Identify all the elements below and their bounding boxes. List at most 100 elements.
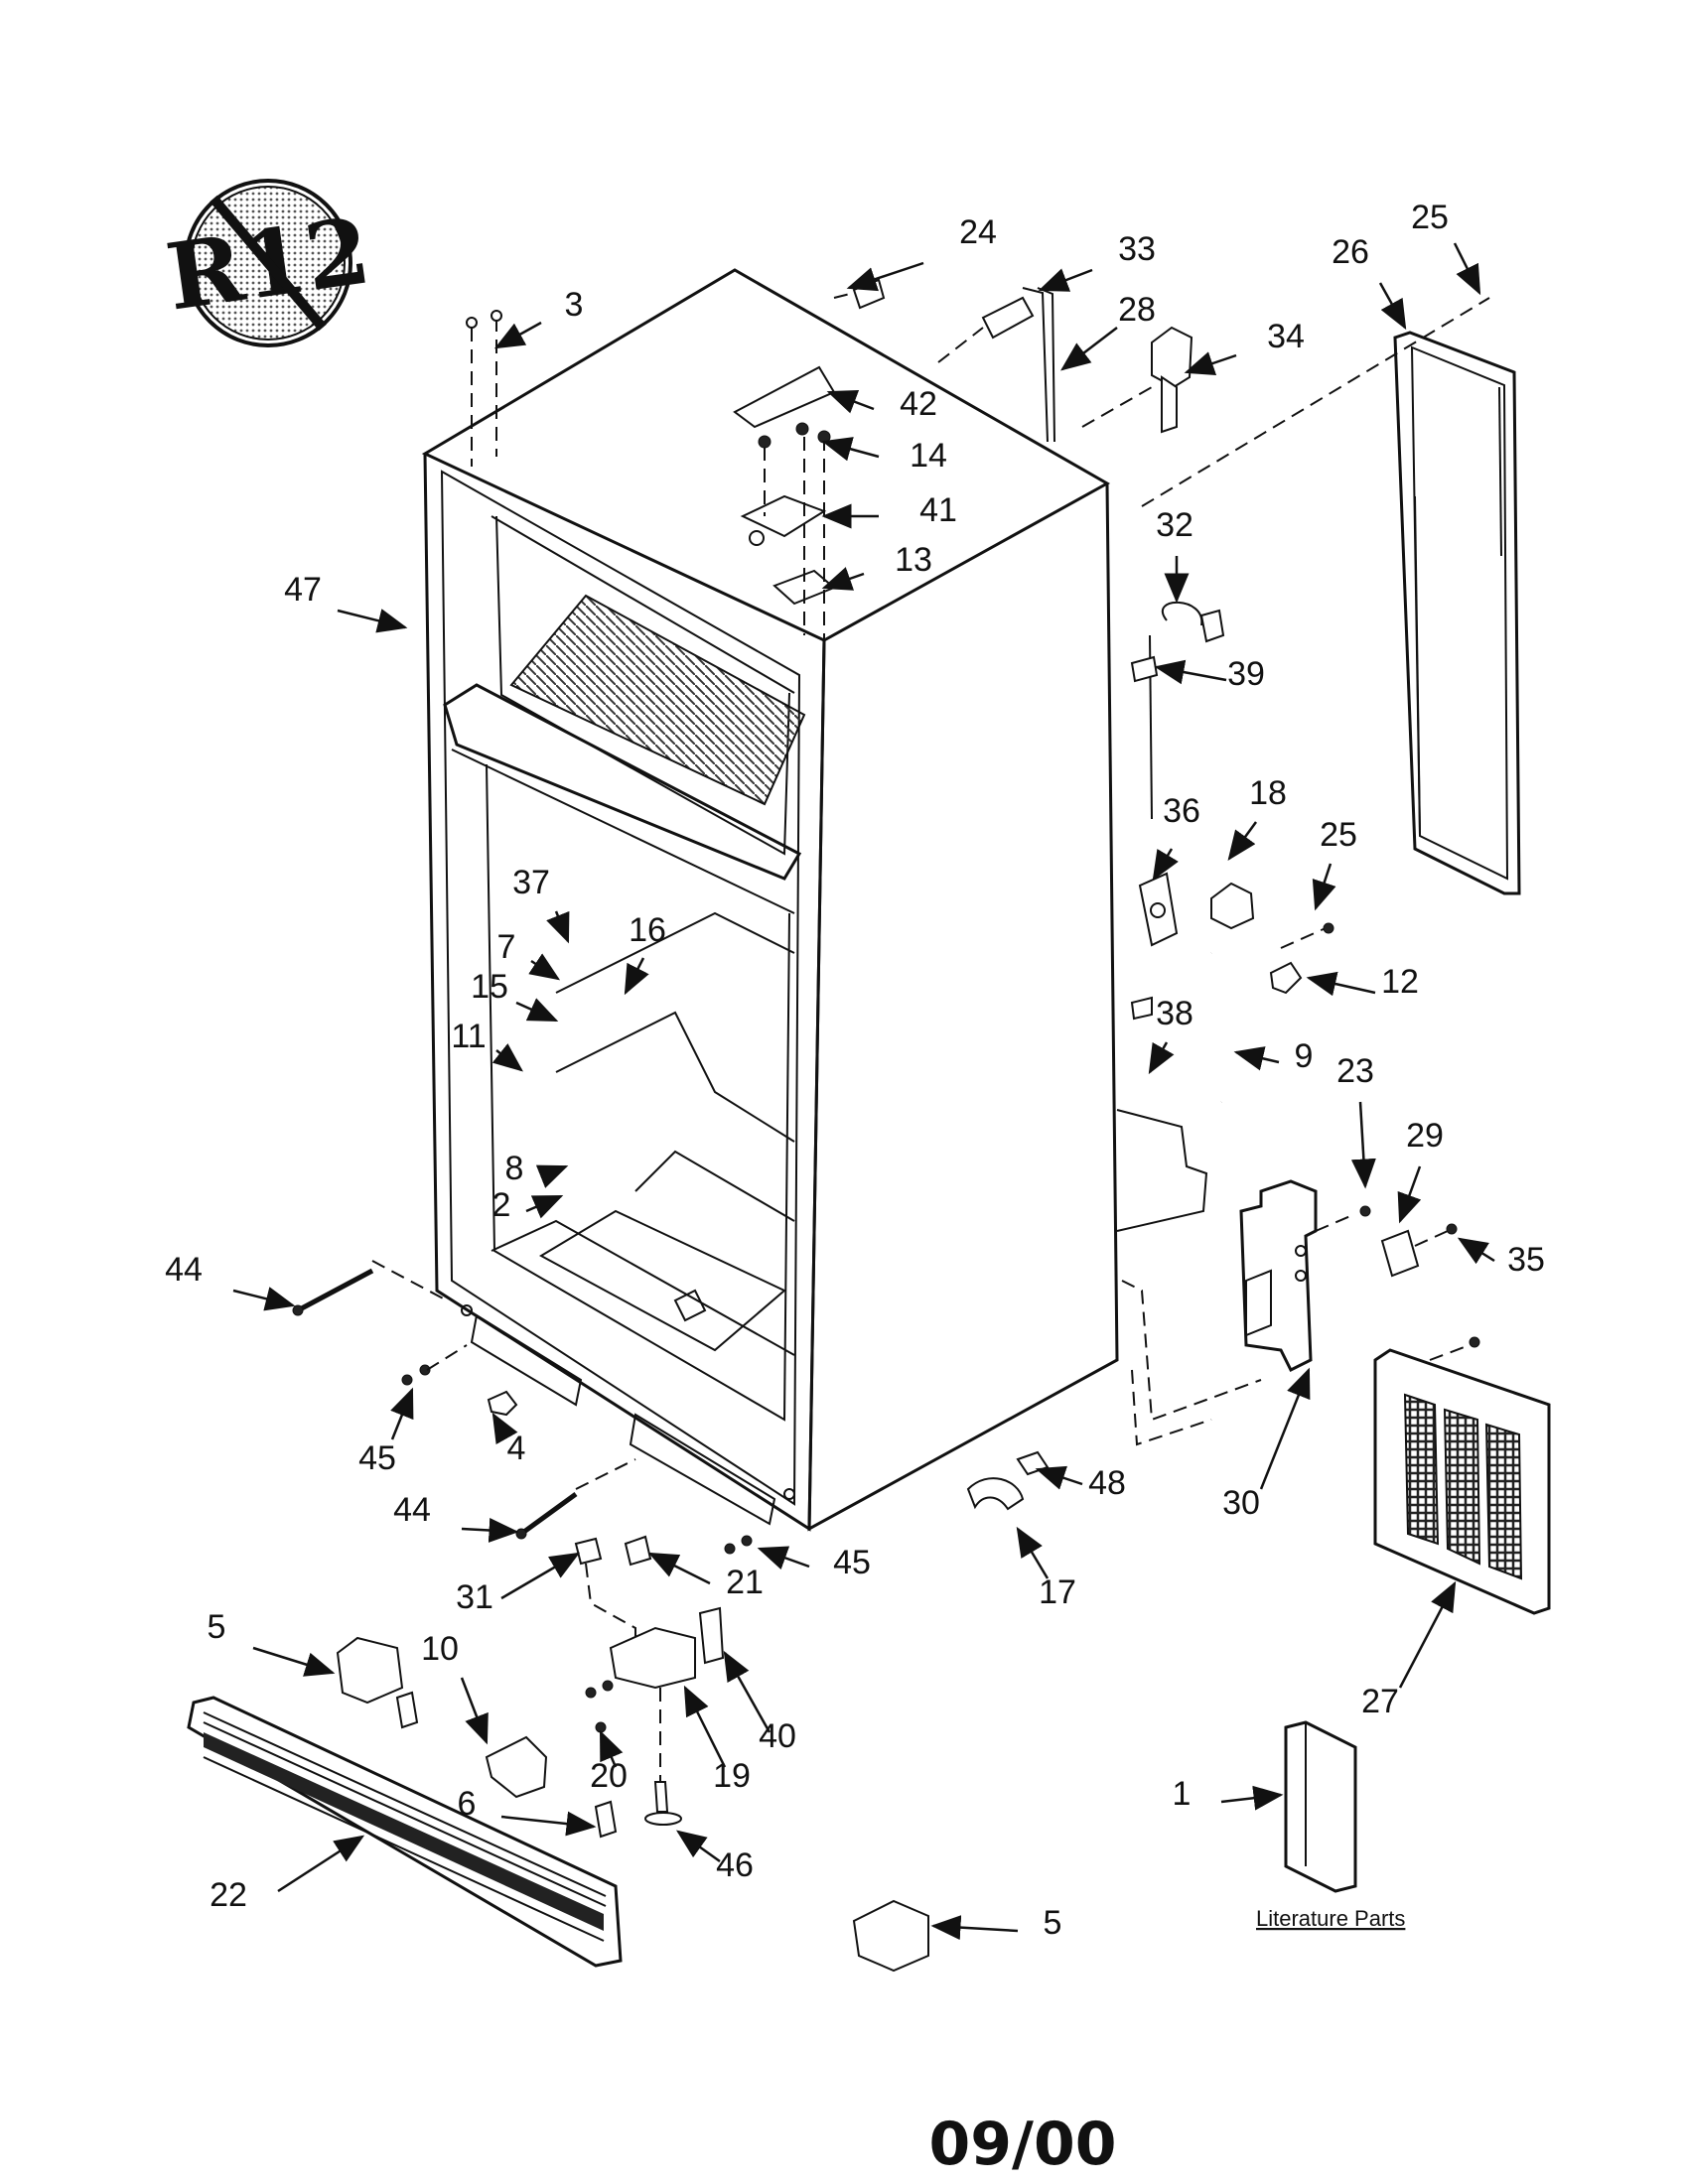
callout-number: 20 [590, 1757, 628, 1795]
callout-18: 18 [1227, 774, 1287, 862]
callout-arrow [535, 1164, 569, 1188]
callout-16: 16 [624, 911, 666, 996]
callout-number: 31 [456, 1578, 493, 1616]
callout-arrow [1306, 971, 1376, 997]
toe-grille-brackets [336, 1636, 929, 1973]
leveler-parts-left [292, 1260, 753, 1555]
callout-number: 44 [393, 1491, 431, 1529]
callout-number: 19 [713, 1757, 751, 1795]
machine-bracket-30 [1239, 1179, 1371, 1373]
bottom-hinge-assembly [574, 1535, 725, 1826]
callout-5: 5 [208, 1608, 336, 1677]
callout-arrow [1457, 1237, 1495, 1265]
callout-7: 7 [497, 928, 561, 981]
callout-number: 33 [1118, 230, 1156, 268]
callout-8: 8 [505, 1150, 569, 1188]
clip-29 [1380, 1223, 1480, 1361]
callout-number: 24 [959, 213, 997, 251]
callout-22: 22 [210, 1835, 365, 1914]
callout-number: 38 [1156, 995, 1193, 1032]
callout-33: 33 [1038, 230, 1156, 292]
callout-arrow [390, 1387, 414, 1440]
callout-number: 25 [1320, 816, 1357, 854]
callout-arrow [624, 957, 649, 996]
callout-number: 47 [284, 571, 322, 609]
footer-date: 09/00 [929, 2110, 1117, 2179]
callout-38: 38 [1148, 995, 1193, 1075]
callout-17: 17 [1016, 1526, 1076, 1611]
callout-39: 39 [1154, 655, 1265, 693]
callout-2: 2 [492, 1186, 564, 1224]
callout-arrow [1233, 1046, 1280, 1071]
callout-number: 10 [421, 1630, 459, 1668]
callout-26: 26 [1332, 233, 1407, 331]
callout-10: 10 [421, 1630, 489, 1745]
callout-24: 24 [846, 213, 997, 292]
callout-arrow [821, 567, 865, 591]
callout-19: 19 [683, 1685, 751, 1795]
callout-arrow [1016, 1526, 1050, 1579]
callout-number: 6 [458, 1785, 477, 1823]
callout-arrow [683, 1685, 727, 1768]
callout-5: 5 [930, 1904, 1061, 1942]
defrost-parts [937, 287, 1193, 443]
callout-number: 1 [1173, 1775, 1192, 1813]
callout-arrow [821, 437, 880, 462]
callout-arrow [846, 261, 924, 292]
thermostat-cord [1130, 601, 1225, 820]
callout-34: 34 [1184, 318, 1305, 375]
callout-number: 32 [1156, 506, 1193, 544]
callout-arrow [1152, 848, 1179, 882]
callout-number: 44 [165, 1251, 203, 1289]
callout-20: 20 [590, 1729, 628, 1795]
callout-number: 3 [565, 286, 584, 324]
callout-number: 18 [1249, 774, 1287, 812]
callout-27: 27 [1361, 1580, 1457, 1720]
callout-37: 37 [512, 864, 570, 944]
callout-41: 41 [821, 491, 957, 529]
callout-arrow [232, 1287, 296, 1311]
callout-arrow [1220, 1785, 1284, 1811]
callout-number: 28 [1118, 291, 1156, 329]
callout-number: 21 [726, 1564, 764, 1601]
callout-number: 26 [1332, 233, 1369, 271]
callout-number: 27 [1361, 1683, 1399, 1720]
callout-25: 25 [1411, 199, 1481, 296]
callout-44: 44 [393, 1491, 519, 1543]
callout-arrow [930, 1915, 1019, 1941]
callout-23: 23 [1336, 1052, 1376, 1189]
callout-number: 29 [1406, 1117, 1444, 1155]
callout-35: 35 [1457, 1237, 1545, 1279]
callout-number: 16 [629, 911, 666, 949]
callout-arrow [757, 1546, 810, 1570]
callout-arrow [491, 1043, 523, 1072]
callout-11: 11 [451, 1018, 523, 1072]
callout-number: 13 [895, 541, 932, 579]
callout-3: 3 [493, 286, 584, 349]
callout-arrow [826, 390, 875, 414]
rear-panel-26 [1393, 331, 1521, 895]
callout-arrow [1035, 1465, 1083, 1490]
callout-arrow [1154, 659, 1227, 685]
callout-31: 31 [456, 1552, 581, 1616]
callout-arrow [525, 1194, 564, 1219]
callout-47: 47 [284, 571, 408, 633]
callout-32: 32 [1156, 506, 1193, 604]
callout-number: 7 [497, 928, 516, 966]
cabinet-body [421, 268, 1262, 1532]
callout-42: 42 [826, 385, 937, 423]
callout-9: 9 [1233, 1037, 1313, 1075]
callout-number: 48 [1088, 1464, 1126, 1502]
callout-arrow [1227, 821, 1258, 862]
callout-arrow [723, 1650, 772, 1733]
callout-arrow [1398, 1580, 1457, 1689]
callout-arrow [252, 1646, 336, 1677]
callout-arrow [1038, 268, 1093, 292]
callout-arrow [493, 321, 542, 349]
callout-number: 22 [210, 1876, 247, 1914]
clamp-17 [966, 1450, 1050, 1511]
callout-arrow [461, 1518, 519, 1543]
callout-number: 42 [900, 385, 937, 423]
